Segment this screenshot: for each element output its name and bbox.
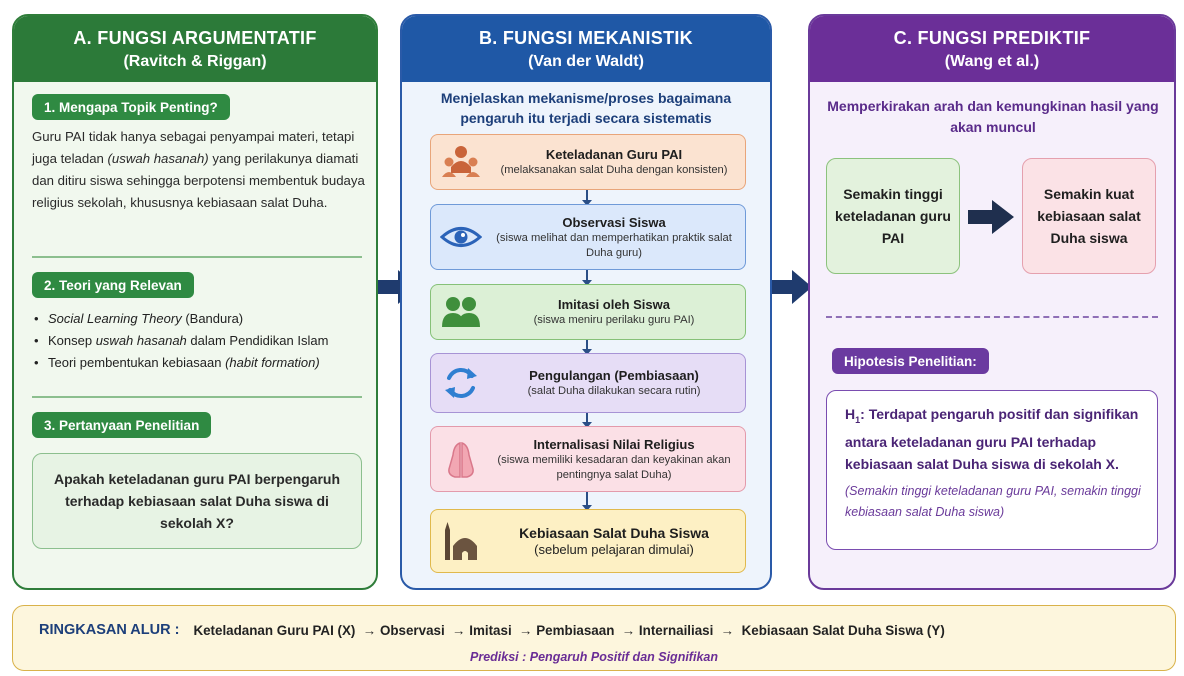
list-item: Konsep uswah hasanah dalam Pendidikan Is… bbox=[34, 330, 374, 352]
step-title: Keteladanan Guru PAI bbox=[545, 147, 683, 162]
hypothesis-box: H1: Terdapat pengaruh positif dan signif… bbox=[826, 390, 1158, 550]
praying-hands-icon bbox=[431, 427, 491, 491]
step-title: Pengulangan (Pembiasaan) bbox=[529, 368, 699, 383]
step-desc: (siswa memiliki kesadaran dan keyakinan … bbox=[497, 453, 731, 481]
mosque-icon bbox=[431, 510, 491, 572]
connector-arrow bbox=[582, 190, 592, 206]
divider bbox=[32, 256, 362, 258]
hypothesis-note: (Semakin tinggi keteladanan guru PAI, se… bbox=[845, 483, 1141, 519]
prediction-cause: Semakin tinggi keteladanan guru PAI bbox=[826, 158, 960, 274]
list-item: Social Learning Theory (Bandura) bbox=[34, 308, 374, 330]
panel-c-title: C. FUNGSI PREDIKTIF bbox=[893, 27, 1091, 48]
step-keteladanan: Keteladanan Guru PAI (melaksanakan salat… bbox=[430, 134, 746, 190]
summary-bar: RINGKASAN ALUR : Keteladanan Guru PAI (X… bbox=[12, 605, 1176, 671]
step-title: Internalisasi Nilai Religius bbox=[533, 436, 695, 452]
hypothesis-text: H1: Terdapat pengaruh positif dan signif… bbox=[845, 406, 1139, 472]
prediction-effect: Semakin kuat kebiasaan salat Duha siswa bbox=[1022, 158, 1156, 274]
section3-label: 3. Pertanyaan Penelitian bbox=[32, 412, 212, 438]
section1-text: Guru PAI tidak hanya sebagai penyampai m… bbox=[32, 129, 365, 210]
panel-mekanistik: B. FUNGSI MEKANISTIK (Van der Waldt) Men… bbox=[400, 14, 772, 590]
panel-argumentatif: A. FUNGSI ARGUMENTATIF (Ravitch & Riggan… bbox=[12, 14, 378, 590]
panel-a-title: A. FUNGSI ARGUMENTATIF bbox=[73, 27, 317, 48]
step-desc: (salat Duha dilakukan secara rutin) bbox=[527, 385, 701, 397]
panel-a-subtitle: (Ravitch & Riggan) bbox=[123, 52, 267, 70]
section1-label: 1. Mengapa Topik Penting? bbox=[32, 94, 230, 120]
step-title: Imitasi oleh Siswa bbox=[558, 297, 670, 312]
step-observasi: Observasi Siswa (siswa melihat dan mempe… bbox=[430, 204, 746, 270]
step-kebiasaan: Kebiasaan Salat Duha Siswa (sebelum pela… bbox=[430, 509, 746, 573]
users-icon bbox=[431, 285, 491, 339]
step-imitasi: Imitasi oleh Siswa (siswa meniru perilak… bbox=[430, 284, 746, 340]
step-desc: (siswa melihat dan memperhatikan praktik… bbox=[496, 231, 732, 259]
theory-list: Social Learning Theory (Bandura) Konsep … bbox=[34, 308, 374, 374]
step-title: Observasi Siswa bbox=[562, 214, 666, 230]
panel-c-subtitle: (Wang et al.) bbox=[944, 52, 1040, 70]
panel-b-title: B. FUNGSI MEKANISTIK bbox=[478, 27, 693, 48]
connector-arrow bbox=[582, 270, 592, 286]
panel-prediktif: C. FUNGSI PREDIKTIF (Wang et al.) Memper… bbox=[808, 14, 1176, 590]
panel-b-header: B. FUNGSI MEKANISTIK (Van der Waldt) bbox=[402, 16, 770, 82]
summary-label: RINGKASAN ALUR : bbox=[39, 622, 180, 638]
arrow-right-icon bbox=[772, 270, 812, 304]
step-desc: (siswa meniru perilaku guru PAI) bbox=[533, 314, 695, 326]
divider bbox=[32, 396, 362, 398]
refresh-icon bbox=[431, 354, 491, 412]
arrow-right-icon bbox=[968, 200, 1014, 234]
step-title: Kebiasaan Salat Duha Siswa bbox=[519, 525, 709, 541]
hypothesis-label: Hipotesis Penelitian: bbox=[832, 348, 989, 374]
step-internalisasi: Internalisasi Nilai Religius (siswa memi… bbox=[430, 426, 746, 492]
connector-arrow bbox=[582, 492, 592, 511]
panel-b-intro: Menjelaskan mekanisme/proses bagaimana p… bbox=[440, 90, 732, 126]
panel-a-header: A. FUNGSI ARGUMENTATIF (Ravitch & Riggan… bbox=[14, 16, 376, 82]
section2-label: 2. Teori yang Relevan bbox=[32, 272, 194, 298]
connector-arrow bbox=[582, 413, 592, 428]
connector-arrow bbox=[582, 340, 592, 355]
dashed-divider bbox=[826, 316, 1158, 318]
panel-b-subtitle: (Van der Waldt) bbox=[528, 52, 644, 70]
panel-c-intro: Memperkirakan arah dan kemungkinan hasil… bbox=[827, 98, 1159, 135]
people-group-icon bbox=[431, 135, 491, 189]
step-desc: (melaksanakan salat Duha dengan konsiste… bbox=[500, 164, 728, 176]
summary-prediction: Prediksi : Pengaruh Positif dan Signifik… bbox=[470, 650, 718, 664]
step-pengulangan: Pengulangan (Pembiasaan) (salat Duha dil… bbox=[430, 353, 746, 413]
list-item: Teori pembentukan kebiasaan (habit forma… bbox=[34, 352, 374, 374]
panel-c-header: C. FUNGSI PREDIKTIF (Wang et al.) bbox=[810, 16, 1174, 82]
research-question: Apakah keteladanan guru PAI berpengaruh … bbox=[32, 453, 362, 549]
summary-flow: Keteladanan Guru PAI (X) → Observasi → I… bbox=[193, 622, 945, 638]
step-desc: (sebelum pelajaran dimulai) bbox=[534, 542, 694, 557]
eye-icon bbox=[431, 205, 491, 269]
